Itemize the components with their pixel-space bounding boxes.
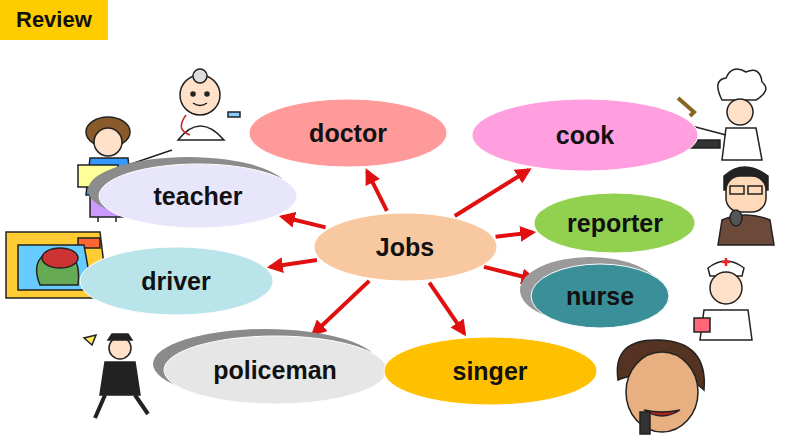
job-label: Jobs <box>376 233 434 262</box>
job-ellipse: singer <box>383 336 598 406</box>
ellipse-fill <box>384 337 597 405</box>
ellipse-fill <box>249 99 447 167</box>
ellipse-fill <box>472 99 698 171</box>
job-label: driver <box>141 267 210 296</box>
arrow-connector <box>429 283 464 334</box>
job-ellipse: doctor <box>248 98 448 168</box>
ellipse-fill <box>531 264 669 328</box>
job-ellipse: reporter <box>533 192 696 254</box>
job-ellipse: teacher <box>98 163 298 229</box>
arrow-connector <box>313 281 369 334</box>
ellipse-fill <box>314 213 497 281</box>
job-label: policeman <box>213 356 337 385</box>
job-label: doctor <box>309 119 387 148</box>
ellipse-fill <box>99 164 297 228</box>
title-banner: Review <box>0 0 108 40</box>
reporter-figure <box>718 167 774 245</box>
title-text: Review <box>16 7 92 33</box>
doctor-figure <box>178 69 240 140</box>
arrow-connector <box>496 232 533 236</box>
job-ellipse: nurse <box>530 263 670 329</box>
job-ellipse: policeman <box>163 335 388 405</box>
arrow-connector <box>270 260 317 267</box>
singer-figure <box>617 340 704 434</box>
arrow-connector <box>367 171 387 211</box>
arrow-connector <box>282 217 326 228</box>
job-ellipse: Jobs <box>313 212 498 282</box>
job-label: nurse <box>566 282 634 311</box>
job-ellipse: driver <box>79 246 274 316</box>
ellipse-fill <box>80 247 273 315</box>
nurse-figure <box>694 258 752 340</box>
job-label: cook <box>556 121 614 150</box>
job-label: reporter <box>567 209 663 238</box>
job-label: singer <box>452 357 527 386</box>
ellipse-fill <box>534 193 695 253</box>
policeman-figure <box>84 334 148 418</box>
job-ellipse: cook <box>471 98 699 172</box>
arrow-connector <box>455 170 529 216</box>
ellipse-fill <box>164 336 387 404</box>
job-label: teacher <box>154 182 243 211</box>
